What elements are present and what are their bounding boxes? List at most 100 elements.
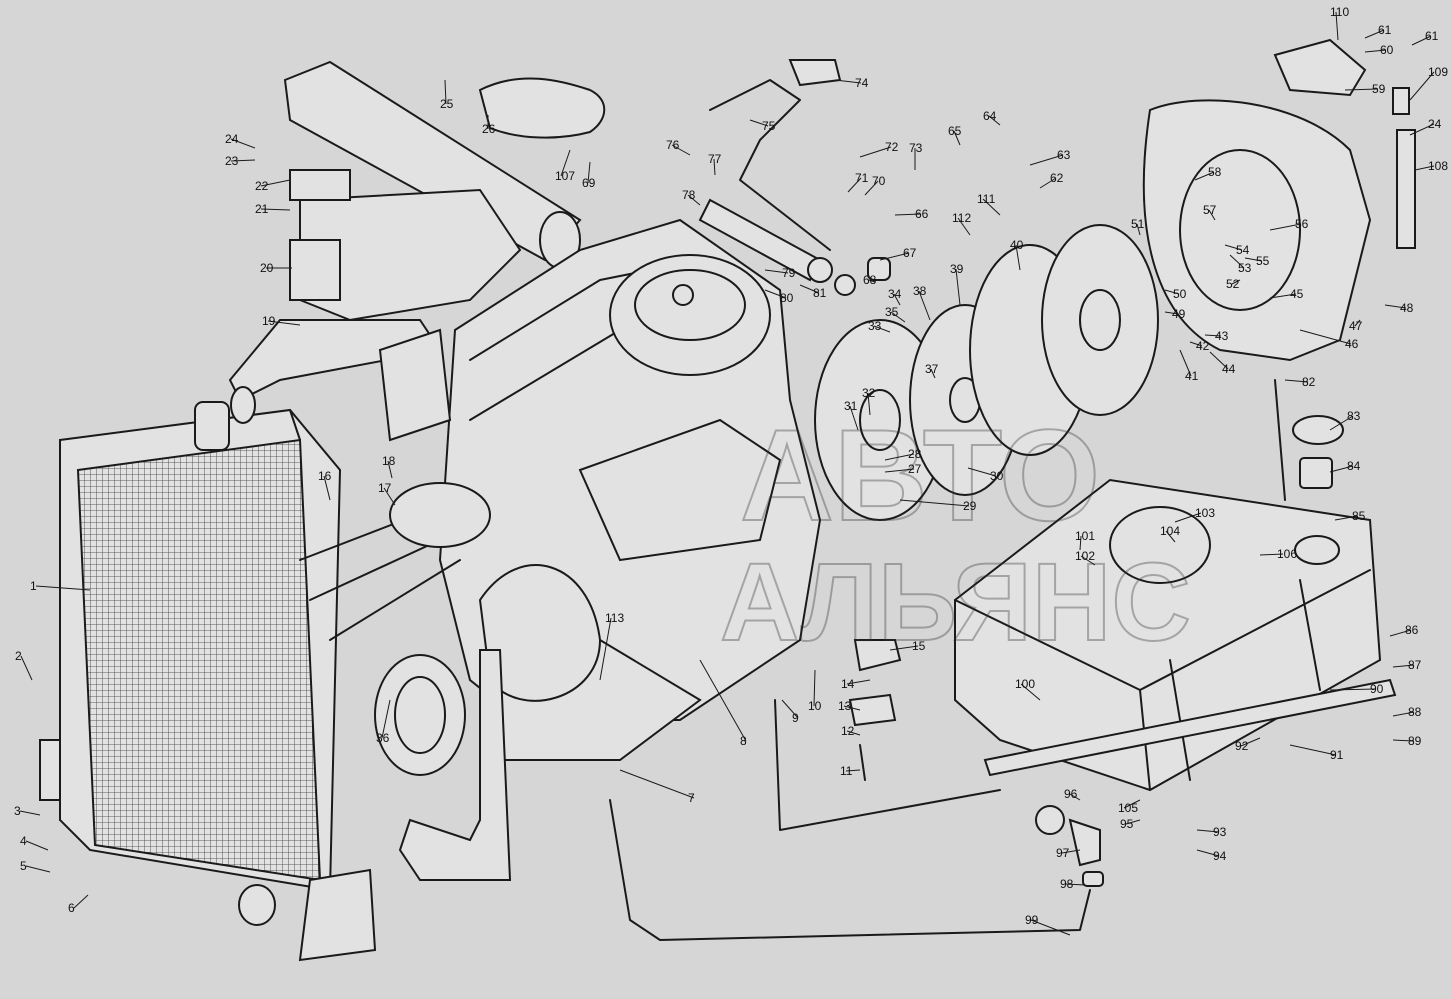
callout-leader-81	[799, 284, 820, 294]
callout-label-88: 88	[1408, 705, 1422, 719]
callout-label-31: 31	[844, 399, 858, 413]
callout-leader-52	[1231, 279, 1241, 285]
callout-leader-8	[699, 659, 747, 742]
callout-label-51: 51	[1131, 217, 1145, 231]
callout-leader-35	[890, 311, 906, 323]
callout-leader-101	[1079, 535, 1082, 551]
callout-leader-18	[387, 460, 393, 479]
callout-leader-14	[846, 679, 871, 685]
callout-label-110: 110	[1330, 5, 1349, 19]
callout-leader-7	[619, 769, 695, 799]
callout-leader-109	[1409, 71, 1435, 101]
callout-label-108: 108	[1428, 159, 1448, 173]
callout-leader-33	[873, 325, 891, 333]
callout-label-17: 17	[378, 481, 392, 495]
fuel-tank	[954, 478, 1397, 792]
callout-leader-27	[884, 468, 915, 473]
callout-leader-88	[1392, 711, 1415, 717]
callout-label-12: 12	[841, 724, 855, 738]
callout-leader-11	[845, 769, 861, 772]
callout-leader-54	[1224, 244, 1243, 251]
callout-leader-83	[1329, 415, 1354, 431]
callout-label-112: 112	[952, 211, 971, 225]
callout-leader-6	[73, 894, 89, 909]
callout-leader-72	[859, 146, 892, 158]
callout-label-11: 11	[840, 764, 853, 778]
callout-label-90: 90	[1370, 682, 1384, 696]
callout-leader-58	[1194, 171, 1215, 181]
callout-label-60: 60	[1380, 43, 1394, 57]
callout-label-84: 84	[1347, 459, 1361, 473]
callout-leader-24a	[230, 138, 256, 149]
callout-leader-106	[1259, 553, 1284, 556]
callout-leader-80	[764, 289, 787, 299]
callout-leader-5	[25, 865, 51, 873]
callout-label-102: 102	[1075, 549, 1095, 563]
callout-label-5: 5	[20, 859, 27, 873]
clutch-assembly	[814, 224, 1159, 521]
callout-label-101: 101	[1075, 529, 1095, 543]
callout-label-89: 89	[1408, 734, 1422, 748]
callout-label-98: 98	[1060, 877, 1074, 891]
callout-label-26: 26	[482, 122, 496, 136]
callout-leader-51	[1136, 223, 1141, 236]
callout-label-71: 71	[855, 171, 869, 185]
callout-label-92: 92	[1235, 739, 1249, 753]
callout-leader-90	[1329, 688, 1377, 691]
callout-label-97: 97	[1056, 846, 1070, 860]
callout-label-2: 2	[15, 649, 22, 663]
callout-label-38: 38	[913, 284, 927, 298]
callout-leader-42	[1189, 341, 1203, 347]
callout-leader-12	[846, 730, 861, 736]
callout-leader-21	[260, 208, 291, 211]
fuel-line	[609, 699, 1091, 941]
callout-leader-77	[713, 158, 716, 176]
callout-label-61b: 61	[1425, 29, 1439, 43]
callout-leader-61a	[1364, 29, 1385, 39]
callout-leader-3	[19, 810, 41, 816]
callout-label-63: 63	[1057, 148, 1071, 162]
callout-label-68: 68	[863, 273, 877, 287]
callout-leader-53	[1229, 254, 1245, 269]
callout-label-24b: 24	[1428, 117, 1442, 131]
callout-leader-86	[1389, 629, 1412, 637]
callout-label-57: 57	[1203, 203, 1217, 217]
callout-label-105: 105	[1118, 801, 1138, 815]
callout-leader-16	[323, 475, 331, 501]
callout-leader-43	[1204, 334, 1222, 337]
callout-label-13: 13	[838, 699, 852, 713]
callout-leader-44	[1209, 351, 1229, 370]
callout-label-43: 43	[1215, 329, 1229, 343]
exhaust-system	[228, 60, 582, 424]
callout-leader-69	[587, 161, 591, 184]
callout-label-23: 23	[225, 154, 239, 168]
callout-leader-107	[560, 149, 571, 177]
clutch-pedal-linkage	[698, 59, 891, 296]
callout-leader-70	[864, 180, 879, 196]
callout-label-44: 44	[1222, 362, 1236, 376]
callout-label-99: 99	[1025, 913, 1039, 927]
callout-leader-28	[884, 453, 915, 461]
callout-label-42: 42	[1196, 339, 1210, 353]
callout-label-30: 30	[990, 469, 1004, 483]
callout-label-73: 73	[909, 141, 923, 155]
callout-leader-67	[879, 252, 910, 261]
callout-label-39: 39	[950, 262, 964, 276]
callout-label-10: 10	[808, 699, 822, 713]
callout-label-94: 94	[1213, 849, 1227, 863]
callout-label-45: 45	[1290, 287, 1304, 301]
callout-leader-65	[953, 130, 961, 146]
callout-leader-57	[1208, 209, 1216, 221]
callout-leader-39	[955, 268, 961, 306]
callout-label-107: 107	[555, 169, 575, 183]
callout-leader-40	[1015, 244, 1021, 271]
callout-label-66: 66	[915, 207, 929, 221]
callout-leader-113	[599, 617, 612, 681]
callout-leader-95	[1125, 819, 1141, 825]
callout-leader-29	[899, 499, 970, 507]
callout-label-54: 54	[1236, 243, 1250, 257]
callout-leader-100	[1020, 683, 1041, 701]
callout-label-77: 77	[708, 152, 722, 166]
callout-leader-96	[1069, 793, 1081, 801]
